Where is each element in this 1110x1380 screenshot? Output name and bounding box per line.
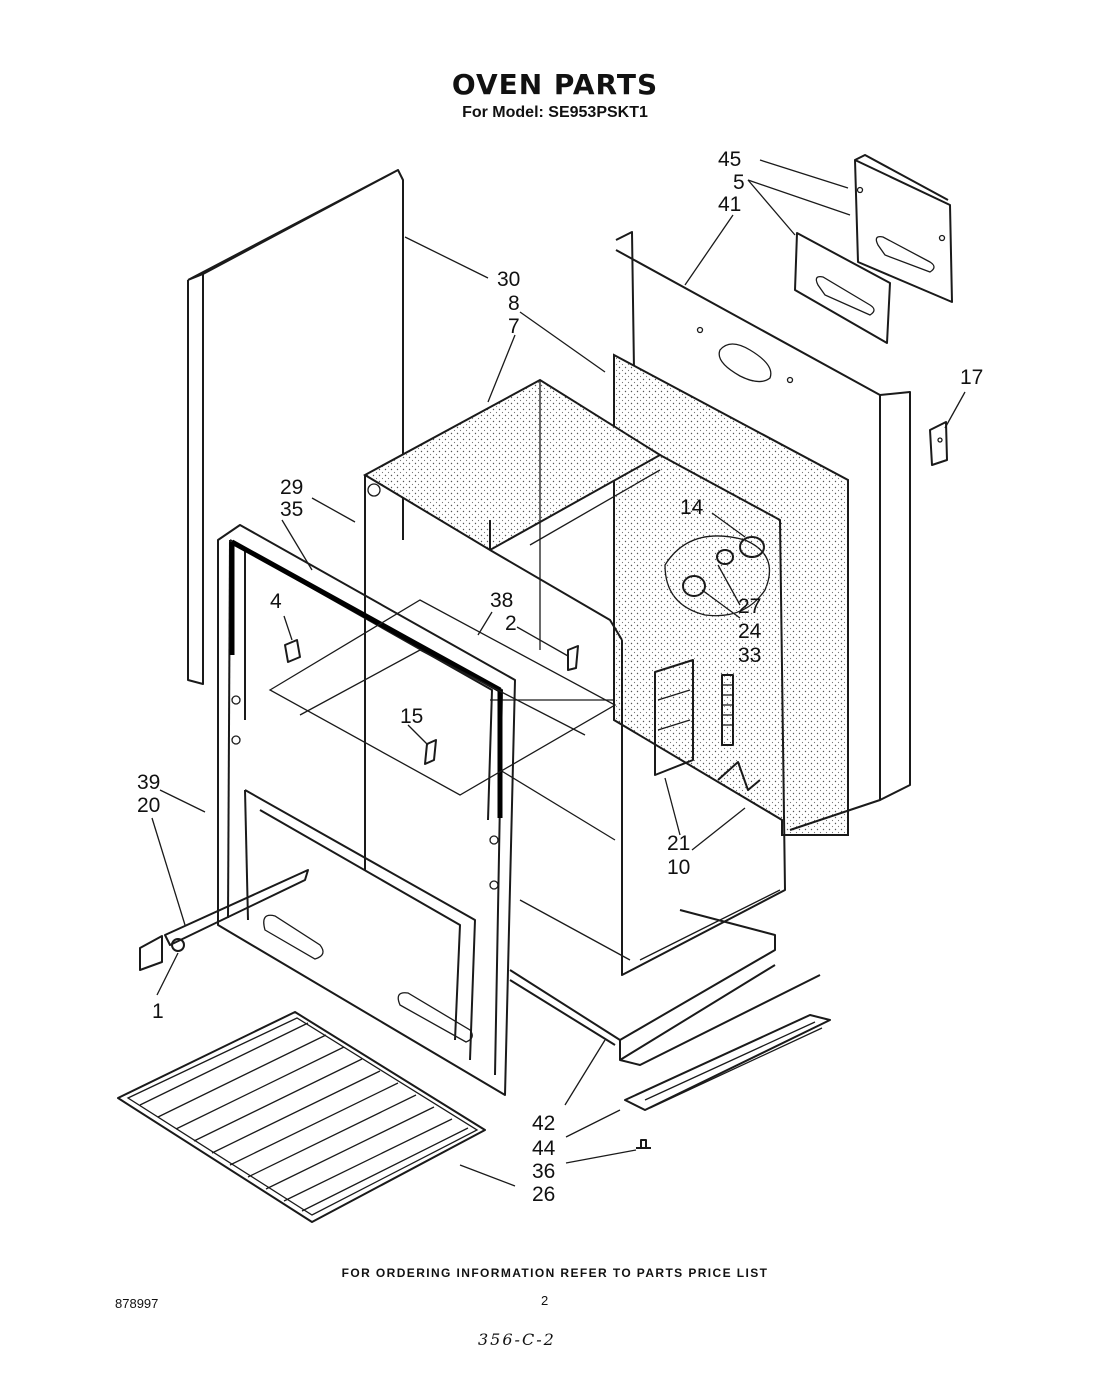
bracket-part-45 bbox=[854, 154, 953, 303]
screw-part-36 bbox=[636, 1139, 651, 1149]
label-42: 42 bbox=[532, 1112, 555, 1135]
page-number: 2 bbox=[541, 1293, 549, 1308]
label-17: 17 bbox=[960, 366, 983, 389]
gasket-part-5 bbox=[794, 232, 891, 344]
label-21: 21 bbox=[667, 832, 690, 855]
leader-lines bbox=[151, 159, 966, 1187]
trim-part-44 bbox=[624, 1014, 831, 1111]
label-39: 39 bbox=[137, 771, 160, 794]
clip-part-4 bbox=[284, 639, 301, 663]
label-1: 1 bbox=[152, 1000, 164, 1023]
label-8: 8 bbox=[508, 292, 520, 315]
front-frame-part-29 bbox=[217, 524, 617, 1096]
label-4: 4 bbox=[270, 590, 282, 613]
pin-part-15 bbox=[424, 739, 437, 765]
label-15: 15 bbox=[400, 705, 423, 728]
label-38: 38 bbox=[490, 589, 513, 612]
rack-slide-part-39 bbox=[139, 869, 309, 971]
label-33: 33 bbox=[738, 644, 761, 667]
label-41: 41 bbox=[718, 193, 741, 216]
document-number: 878997 bbox=[115, 1296, 159, 1311]
part-labels: 45 5 41 30 8 7 17 29 35 14 4 38 2 27 24 … bbox=[137, 148, 983, 1206]
label-27: 27 bbox=[738, 595, 761, 618]
label-10: 10 bbox=[667, 856, 690, 879]
side-panel-part-30 bbox=[187, 169, 404, 685]
oven-liner-part-7 bbox=[362, 378, 786, 976]
rear-panel-part-41 bbox=[613, 231, 911, 836]
clip-part-17 bbox=[929, 421, 948, 466]
label-29: 29 bbox=[280, 476, 303, 499]
label-7: 7 bbox=[508, 315, 520, 338]
ordering-note: FOR ORDERING INFORMATION REFER TO PARTS … bbox=[341, 1266, 769, 1280]
page-title: OVEN PARTS bbox=[451, 68, 659, 101]
bracket-part-2 bbox=[567, 645, 579, 671]
model-subtitle: For Model: SE953PSKT1 bbox=[462, 104, 648, 121]
label-26: 26 bbox=[532, 1183, 555, 1206]
hook-part-10 bbox=[717, 761, 761, 791]
label-24: 24 bbox=[738, 620, 762, 643]
spring-part-33 bbox=[721, 674, 734, 746]
label-20: 20 bbox=[137, 794, 160, 817]
label-36: 36 bbox=[532, 1160, 555, 1183]
label-30: 30 bbox=[497, 268, 520, 291]
light-assembly-part-14 bbox=[664, 535, 771, 617]
vent-part-21 bbox=[654, 659, 694, 776]
oven-rack-part-26 bbox=[117, 1011, 486, 1223]
handwritten-note: 356-C-2 bbox=[478, 1330, 556, 1349]
label-44: 44 bbox=[532, 1137, 556, 1160]
label-14: 14 bbox=[680, 496, 704, 519]
label-2: 2 bbox=[505, 612, 517, 635]
label-35: 35 bbox=[280, 498, 303, 521]
label-5: 5 bbox=[733, 171, 745, 194]
bottom-pan-part-42 bbox=[509, 909, 821, 1066]
label-45: 45 bbox=[718, 148, 741, 171]
